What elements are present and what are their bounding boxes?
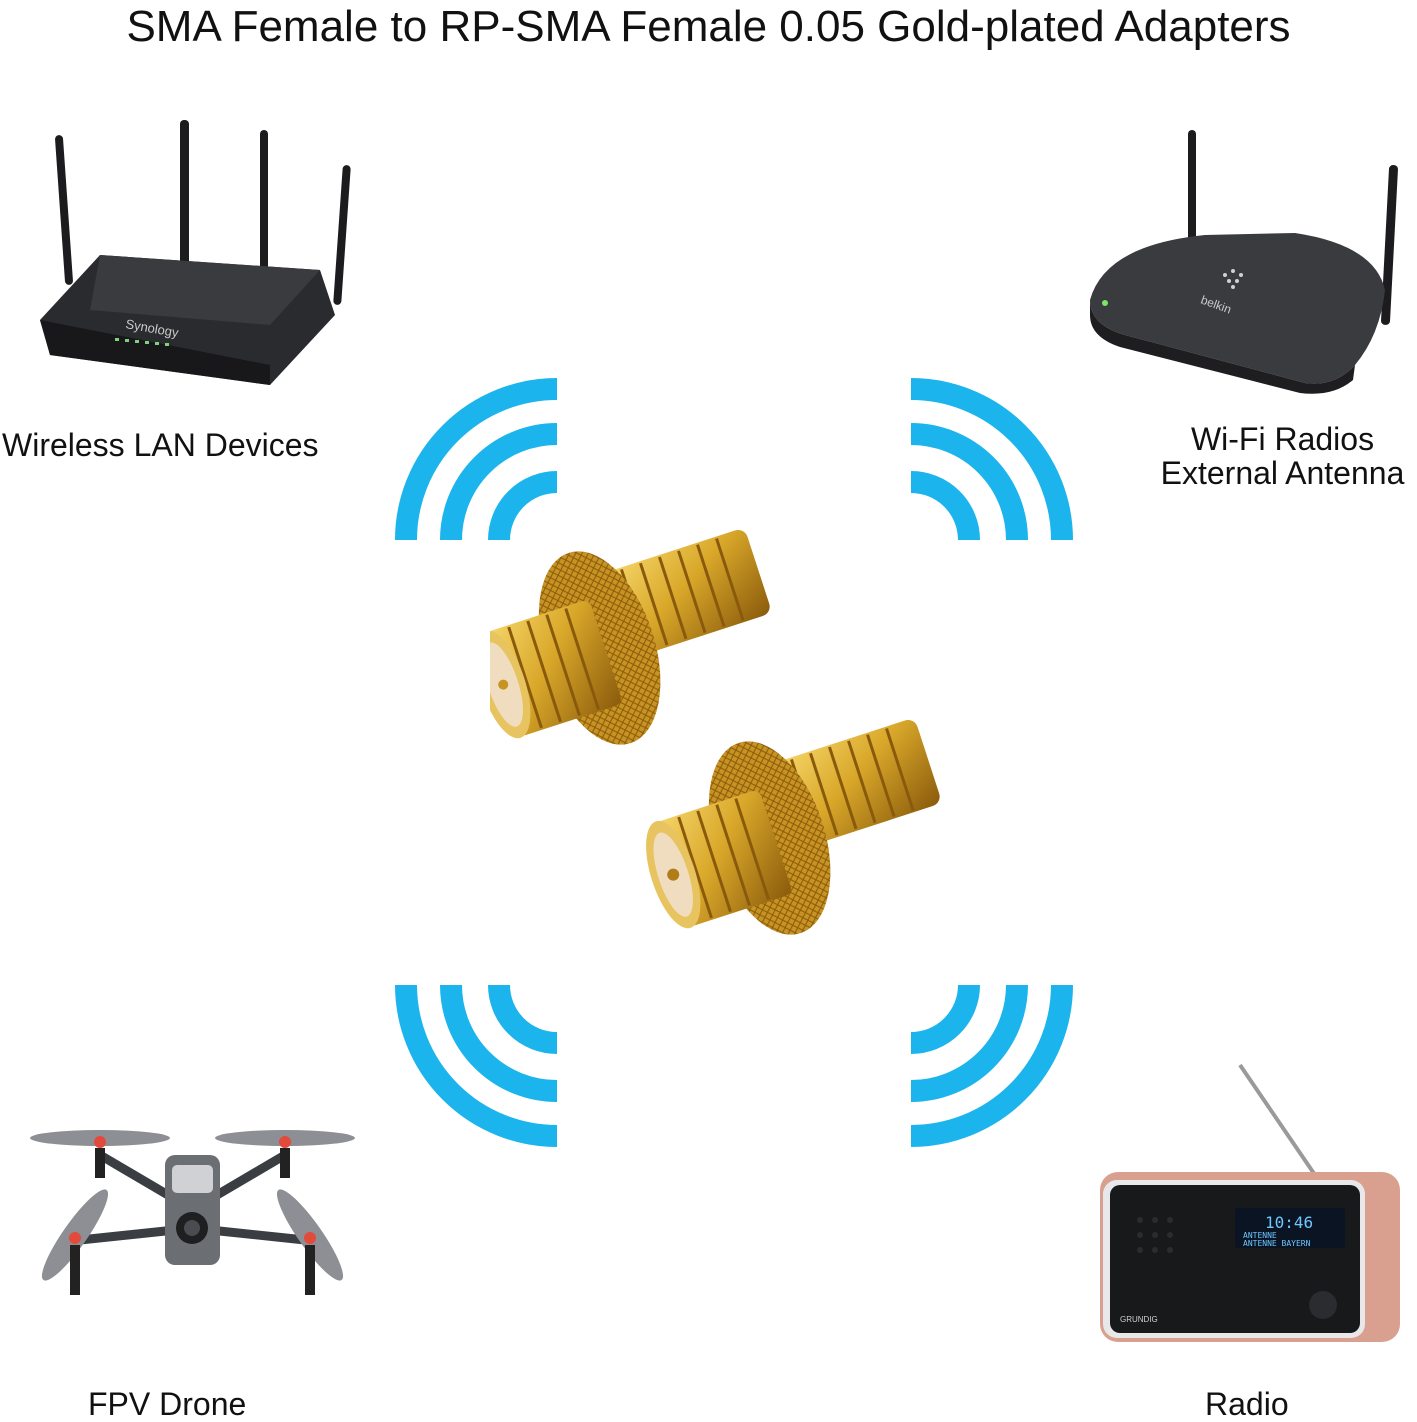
radio-display-line2: ANTENNE BAYERN (1243, 1239, 1311, 1248)
signal-wave-icon-bottom-right (908, 982, 1073, 1147)
wifi-radios-line1: Wi-Fi Radios (1190, 421, 1375, 457)
drone-icon (5, 1110, 380, 1310)
wifi-radios-label: Wi-Fi Radios External Antenna (1140, 422, 1417, 490)
fpv-drone-label: FPV Drone (88, 1386, 247, 1422)
router-icon: Synology (30, 120, 360, 390)
signal-wave-icon-bottom-left (395, 982, 560, 1147)
radio-display-time: 10:46 (1265, 1213, 1313, 1232)
signal-wave-icon-top-left (395, 378, 560, 543)
signal-wave-icon-top-right (908, 378, 1073, 543)
radio-label: Radio (1205, 1386, 1289, 1422)
page-title: SMA Female to RP-SMA Female 0.05 Gold-pl… (126, 2, 1291, 51)
radio-display-line1: ANTENNE (1243, 1231, 1277, 1240)
adapter-icon (490, 515, 1000, 995)
wifi-radios-line2: External Antenna (1160, 455, 1405, 491)
wireless-lan-label: Wireless LAN Devices (2, 427, 319, 463)
wifi-router-icon: belkin (1085, 125, 1415, 395)
radio-brand: GRUNDIG (1120, 1315, 1158, 1324)
radio-icon: 10:46 ANTENNE ANTENNE BAYERN GRUNDIG (1095, 1060, 1410, 1345)
